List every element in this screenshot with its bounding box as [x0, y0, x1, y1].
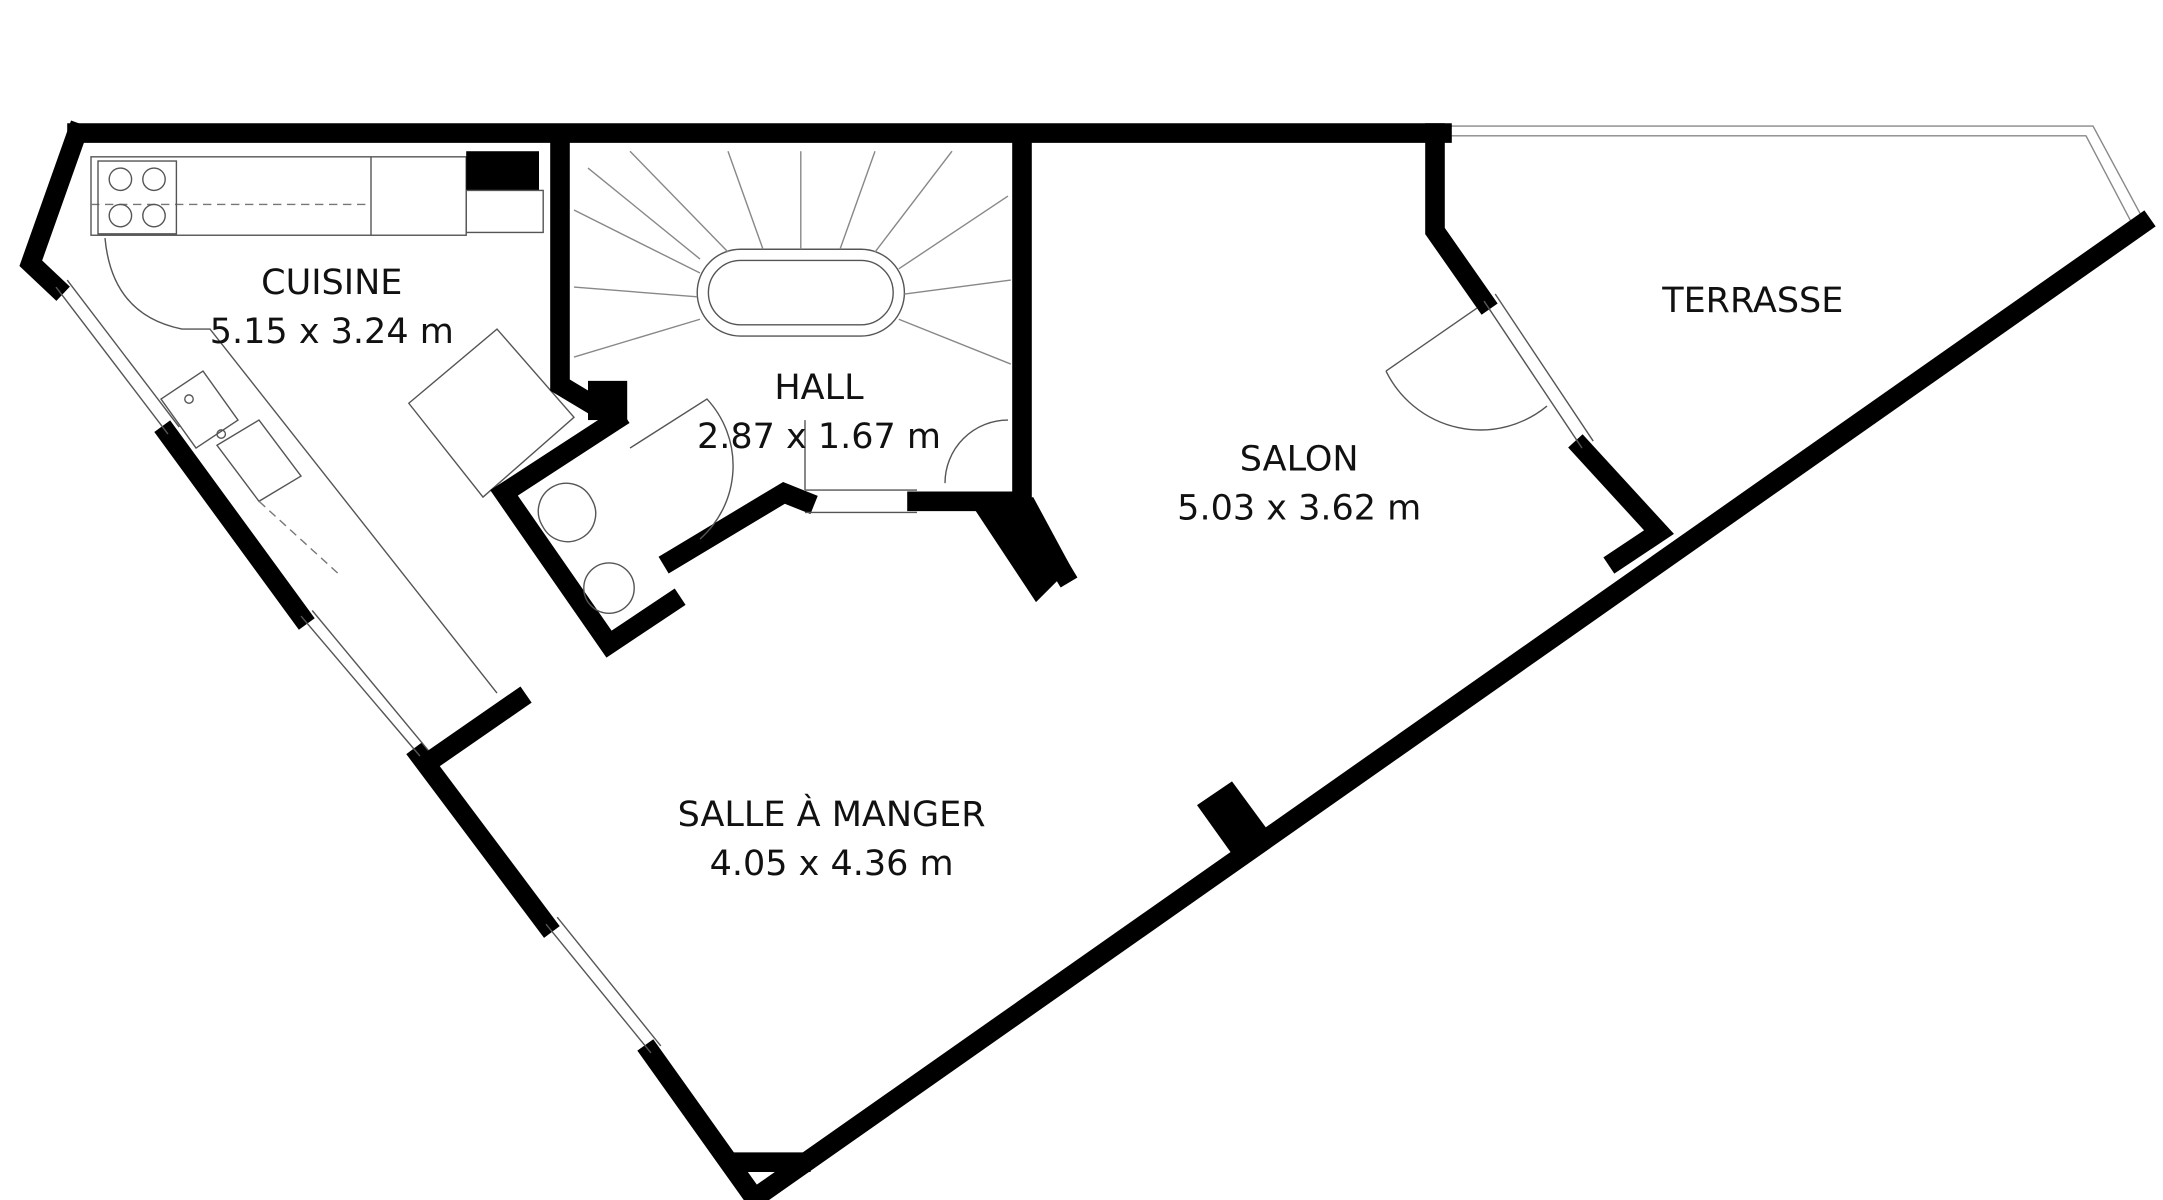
sink-icon — [160, 370, 340, 575]
room-name-salle-a-manger: SALLE À MANGER — [678, 793, 986, 835]
door-bathroom — [629, 398, 734, 540]
stove-icon — [97, 160, 178, 235]
wall-kitchen-pillar — [466, 151, 539, 191]
window-dining — [545, 916, 662, 1054]
wall-hall-left — [550, 130, 609, 420]
room-size-hall: 2.87 x 1.67 m — [697, 417, 941, 457]
window-kitchen — [55, 279, 429, 757]
wall-kitchen-dining — [413, 686, 532, 777]
door-hall — [804, 419, 1009, 491]
terrace-outline — [1442, 125, 2143, 218]
wall-left-lower-2 — [406, 742, 560, 938]
terrace-outline-inner — [1442, 135, 2132, 222]
room-name-hall: HALL — [774, 368, 864, 408]
room-name-cuisine: CUISINE — [261, 263, 402, 303]
wall-right-diagonal — [742, 210, 2156, 1200]
kitchen-island — [407, 328, 575, 499]
room-size-salle-a-manger: 4.05 x 4.36 m — [710, 844, 954, 884]
wall-left-lower-1 — [154, 420, 315, 630]
wall-dining-pillar — [1197, 781, 1267, 855]
kitchen-counter-curve — [104, 237, 498, 694]
room-size-salon: 5.03 x 3.62 m — [1177, 488, 1421, 528]
wall-left-lower-3 — [637, 1039, 766, 1200]
wall-salon-terrace-lower — [1568, 434, 1674, 574]
kitchen-counter — [90, 156, 467, 236]
room-name-terrasse: TERRASSE — [1661, 281, 1843, 321]
wall-bathroom — [490, 406, 686, 658]
room-name-salon: SALON — [1240, 439, 1359, 479]
wall-hall-corner — [973, 497, 1071, 603]
staircase — [573, 150, 1012, 365]
wall-hall-bottom — [658, 481, 818, 574]
door-terrace — [1385, 293, 1594, 449]
wall-left-upper — [19, 120, 90, 301]
wall-salon-terrace — [1425, 123, 1498, 315]
toilet-icon — [537, 482, 635, 615]
room-size-cuisine: 5.15 x 3.24 m — [210, 312, 454, 352]
